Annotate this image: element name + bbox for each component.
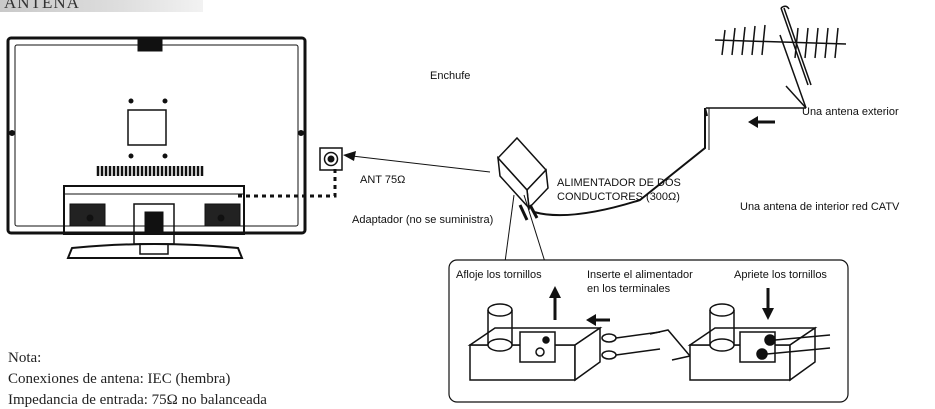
adapter-block — [496, 136, 549, 221]
adapter-to-socket-arrow — [351, 155, 491, 173]
outdoor-antenna — [706, 5, 847, 109]
label-enchufe: Enchufe — [430, 70, 471, 82]
step1-terminal-block — [467, 303, 603, 382]
label-ant75: ANT 75Ω — [360, 174, 406, 186]
note-line1: Conexiones de antena: IEC (hembra) — [8, 371, 231, 387]
step2-feeder-wires — [601, 329, 692, 361]
label-adaptador: Adaptador (no se suministra) — [352, 214, 494, 226]
tv-vent-slots — [96, 166, 204, 176]
tv-stand — [63, 185, 245, 259]
label-antena-interior: Una antena de interior red CATV — [740, 201, 900, 213]
arrowhead-to-socket — [343, 151, 356, 161]
section-title: ANTENA — [4, 0, 80, 12]
label-antena-exterior: Una antena exterior — [802, 106, 899, 118]
step1-label: Afloje los tornillos — [456, 269, 542, 281]
label-alimentador-line1: ALIMENTADOR DE DOS — [557, 177, 681, 189]
feeder-cable — [533, 108, 706, 217]
section-header: ANTENA — [0, 0, 203, 12]
wall-socket — [319, 147, 343, 171]
tv-to-socket-cable — [238, 165, 337, 198]
step3-label: Apriete los tornillos — [734, 269, 827, 281]
feeder-arrowhead — [748, 116, 758, 128]
step2-label-line2: en los terminales — [587, 283, 671, 295]
step3-terminal-block — [687, 303, 831, 382]
note-title: Nota: — [8, 350, 42, 366]
note-line2: Impedancia de entrada: 75Ω no balanceada — [8, 392, 267, 408]
label-alimentador-line2: CONDUCTORES (300Ω) — [557, 191, 680, 203]
step2-label-line1: Inserte el alimentador — [587, 269, 693, 281]
